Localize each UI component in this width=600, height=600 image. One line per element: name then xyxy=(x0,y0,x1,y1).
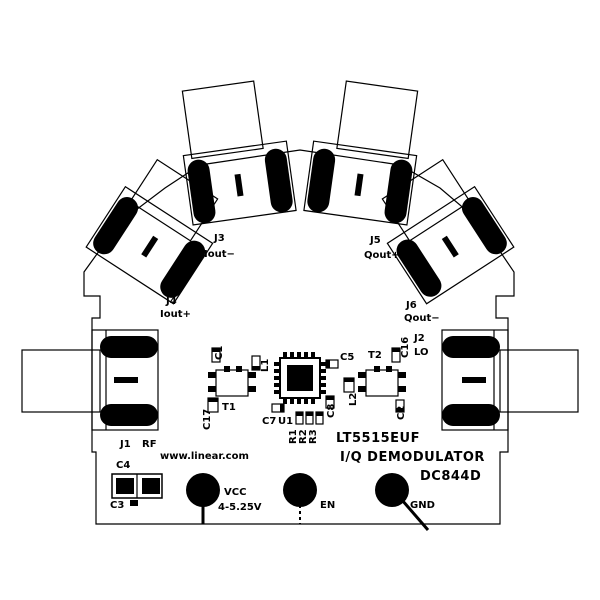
label-j5: J5 xyxy=(369,235,381,246)
label-c7: C7 xyxy=(262,416,276,427)
caps-c3-c4 xyxy=(111,473,163,506)
label-j6: J6 xyxy=(405,300,417,311)
label-j4-signal: Iout+ xyxy=(160,309,191,320)
label-c16: C16 xyxy=(400,337,411,358)
label-c8: C8 xyxy=(326,404,337,418)
label-u1: U1 xyxy=(278,416,293,427)
label-j5-signal: Qout+ xyxy=(364,250,400,261)
part-number: LT5515EUF xyxy=(336,431,420,446)
label-c4: C4 xyxy=(116,460,130,471)
label-t1: T1 xyxy=(222,402,236,413)
label-gnd: GND xyxy=(410,500,435,511)
label-c2: C2 xyxy=(396,406,407,420)
label-en: EN xyxy=(320,500,335,511)
label-c1: C1 xyxy=(214,346,225,360)
label-l1: L1 xyxy=(260,359,271,372)
label-r2: R2 xyxy=(298,429,309,444)
label-j4: J4 xyxy=(165,296,177,307)
label-c3: C3 xyxy=(110,500,124,511)
connector-j4 xyxy=(85,158,219,305)
label-l2: L2 xyxy=(348,393,359,406)
transformer-t1 xyxy=(208,366,256,397)
connector-j2 xyxy=(441,329,579,431)
connector-j6 xyxy=(381,158,515,305)
ic-u1 xyxy=(274,352,326,404)
website-text: www.linear.com xyxy=(160,451,249,462)
connector-j5 xyxy=(303,80,419,226)
label-c17: C17 xyxy=(202,409,213,430)
label-t2: T2 xyxy=(368,350,382,361)
label-r3: R3 xyxy=(308,429,319,444)
label-j3-signal: Iout− xyxy=(204,249,235,260)
label-vcc-range: 4-5.25V xyxy=(218,502,262,513)
label-j6-signal: Qout− xyxy=(404,313,440,324)
transformer-t2 xyxy=(358,366,406,397)
connector-j1 xyxy=(21,329,159,431)
label-j2: J2 xyxy=(413,333,425,344)
connector-j3 xyxy=(181,80,297,226)
function-text: I/Q DEMODULATOR xyxy=(340,450,485,465)
pad-en-group xyxy=(283,473,317,524)
label-vcc: VCC xyxy=(224,487,246,498)
label-j1: J1 xyxy=(119,439,131,450)
label-j1-signal: RF xyxy=(142,439,157,450)
pad-vcc-group xyxy=(186,473,220,524)
pad-gnd-group xyxy=(375,473,430,531)
label-c5: C5 xyxy=(340,352,354,363)
label-j2-signal: LO xyxy=(414,347,429,358)
label-r1: R1 xyxy=(288,429,299,444)
board-number: DC844D xyxy=(420,469,481,484)
label-j3: J3 xyxy=(213,233,225,244)
